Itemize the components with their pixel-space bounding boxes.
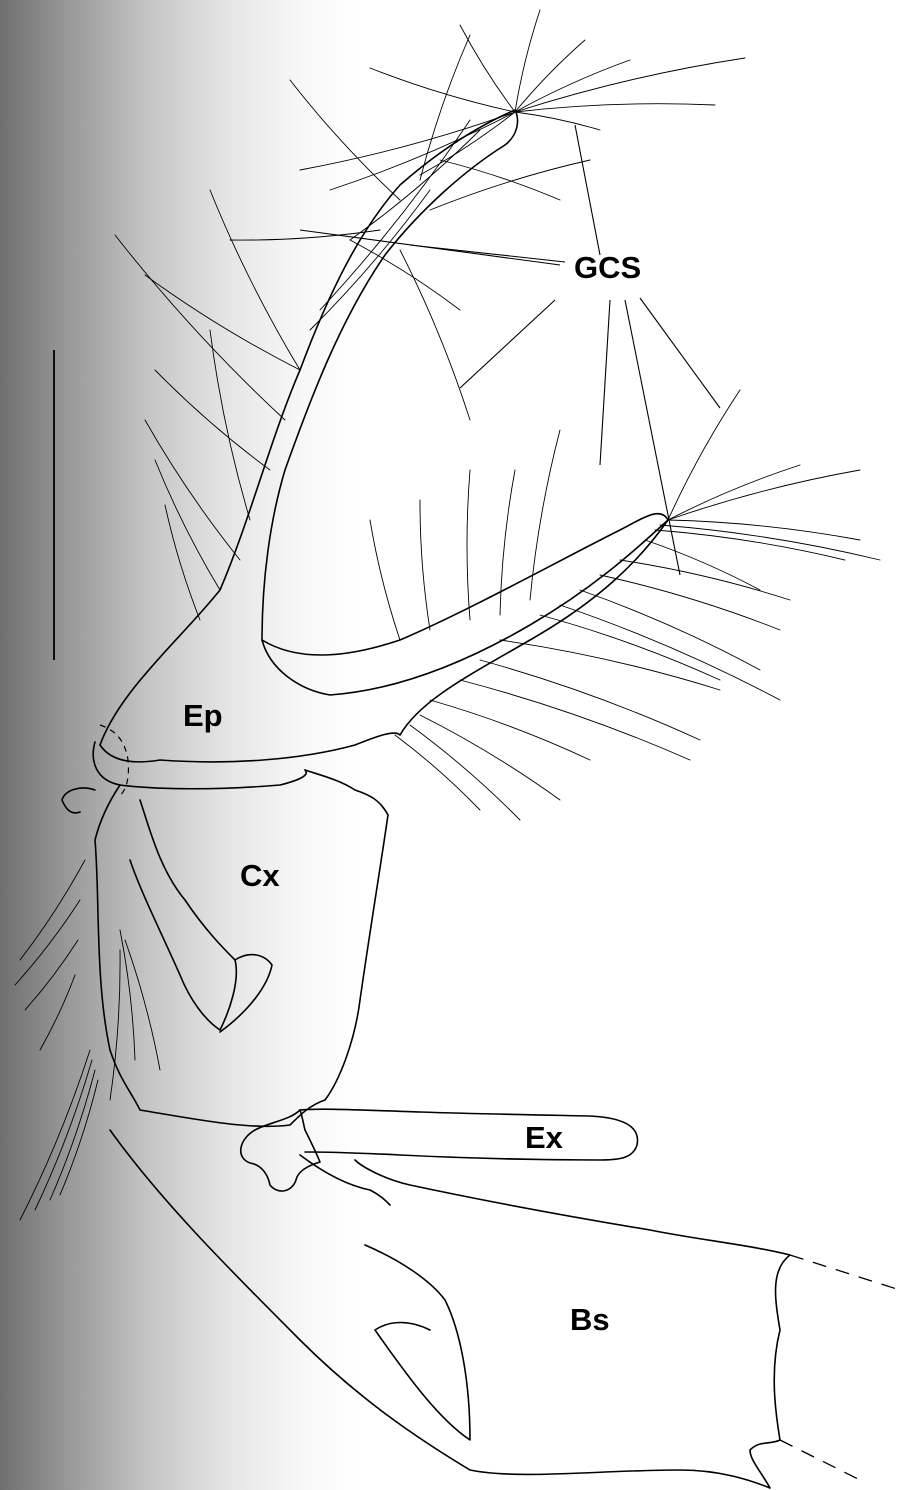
seta	[155, 370, 270, 470]
seta	[155, 460, 220, 590]
gcs-leader-4	[460, 300, 555, 388]
gcs-leader-2	[410, 245, 565, 262]
seta	[120, 930, 135, 1060]
seta	[25, 940, 78, 1010]
seta	[660, 525, 880, 560]
seta	[580, 590, 760, 670]
coxa-process	[130, 800, 236, 1030]
epipodite-lobe	[262, 514, 668, 695]
seta	[515, 104, 715, 112]
gcs-leader-5	[600, 300, 610, 465]
seta	[210, 330, 250, 520]
basis-outline	[110, 1130, 790, 1488]
gcs-label: GCS	[574, 252, 641, 283]
coxa-outline	[95, 770, 388, 1126]
seta	[668, 465, 800, 520]
seta	[560, 605, 780, 700]
seta	[600, 575, 780, 630]
seta	[460, 680, 690, 760]
seta	[620, 560, 790, 600]
seta	[370, 520, 400, 640]
basis-truncation-lower	[780, 1440, 860, 1480]
setae-group	[15, 10, 880, 1220]
cx-label: Cx	[240, 860, 280, 891]
seta	[645, 540, 760, 590]
gcs-leader-7	[640, 298, 720, 408]
seta	[115, 235, 285, 420]
seta	[500, 640, 720, 690]
gcs-leader-lines	[300, 125, 720, 575]
seta	[420, 500, 430, 630]
seta	[145, 420, 240, 560]
coxa-notch	[62, 788, 95, 813]
seta	[210, 190, 300, 370]
seta	[290, 80, 400, 200]
seta	[420, 715, 560, 800]
basis-truncation-upper	[790, 1255, 900, 1290]
gcs-leader-3	[575, 125, 600, 255]
seta	[50, 1070, 95, 1200]
seta	[420, 35, 470, 180]
seta	[420, 112, 515, 175]
seta	[655, 530, 845, 560]
seta	[350, 130, 480, 240]
ep-label: Ep	[183, 700, 223, 731]
basis-joint	[300, 1155, 390, 1205]
seta	[310, 190, 430, 330]
seta	[515, 112, 600, 130]
seta	[430, 160, 590, 210]
seta	[125, 940, 160, 1070]
seta	[480, 660, 700, 740]
bs-label: Bs	[570, 1304, 610, 1335]
seta	[540, 615, 720, 680]
basis-inner-notch	[375, 1323, 430, 1331]
seta	[20, 1050, 90, 1220]
exopod-base	[241, 1110, 320, 1191]
exopod-outline	[300, 1109, 637, 1160]
ex-label: Ex	[525, 1122, 563, 1153]
seta	[145, 275, 300, 370]
seta	[430, 700, 590, 760]
seta	[467, 470, 470, 620]
seta	[500, 470, 515, 615]
gill-stalk	[100, 110, 518, 745]
coxa-process-end	[220, 955, 272, 1032]
seta	[350, 240, 460, 310]
seta	[110, 950, 120, 1100]
seta	[15, 900, 80, 985]
